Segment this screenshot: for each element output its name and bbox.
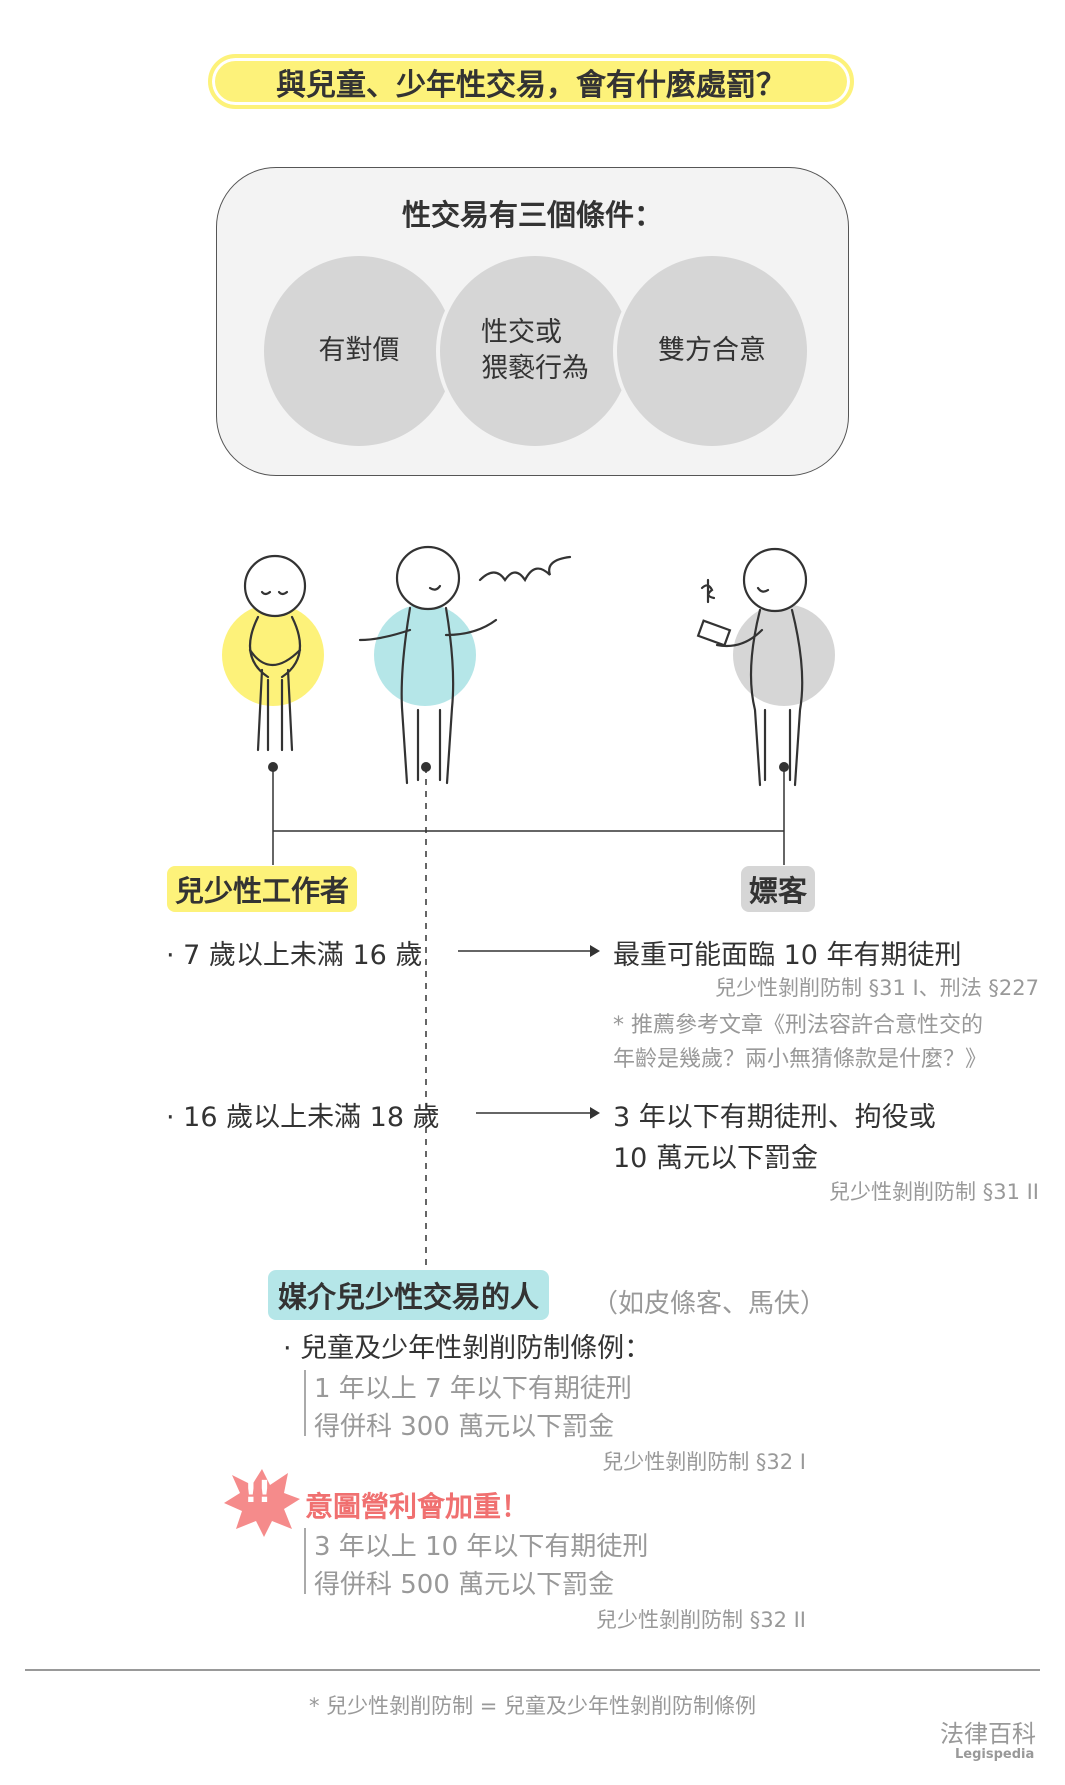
basic-line-1: 1 年以上 7 年以下有期徒刑 <box>314 1374 632 1404</box>
client-figure <box>696 547 808 787</box>
basic-line-2: 得併科 300 萬元以下罰金 <box>314 1412 615 1442</box>
basic-bar <box>304 1370 306 1436</box>
ref-2: 兒少性剝削防制 §31 II <box>829 1180 1039 1204</box>
alert-burst-icon <box>224 1469 300 1537</box>
note-line-2: 年齡是幾歲？兩小無猜條款是什麼？》 <box>613 1047 988 1072</box>
profit-line-2: 得併科 500 萬元以下罰金 <box>314 1570 615 1600</box>
age-range-1: · 7 歲以上未滿 16 歲 <box>166 940 423 971</box>
role-worker: 兒少性工作者 <box>167 866 358 912</box>
alert-burst-text: !! <box>244 1475 272 1510</box>
condition-consent: 雙方合意 <box>617 256 807 446</box>
logo-zh: 法律百科 <box>940 1720 1036 1748</box>
profit-ref: 兒少性剝削防制 §32 II <box>596 1608 806 1632</box>
condition-sexual-act: 性交或猥褻行為 <box>440 256 630 446</box>
child-highlight <box>374 604 476 706</box>
role-client: 嫖客 <box>741 866 816 912</box>
child-figure <box>358 545 572 785</box>
page-title: 與兒童、少年性交易，會有什麼處罰？ <box>208 54 854 109</box>
conditions-heading: 性交易有三個條件： <box>401 198 663 232</box>
basic-ref: 兒少性剝削防制 §32 I <box>602 1450 806 1474</box>
arrow-lines <box>458 950 595 1114</box>
figures-illustration <box>222 545 835 1270</box>
penalty-2-line-1: 3 年以下有期徒刑、拘役或 <box>613 1102 936 1133</box>
role-intermediary: 媒介兒少性交易的人 <box>268 1270 550 1320</box>
logo-en: Legispedia <box>955 1747 1035 1762</box>
worker-figure <box>243 554 307 752</box>
law-name: · 兒童及少年性剝削防制條例： <box>283 1333 652 1364</box>
profit-bar <box>304 1528 306 1594</box>
profit-line-1: 3 年以上 10 年以下有期徒刑 <box>314 1532 649 1562</box>
intermediary-note: （如皮條客、馬伕） <box>592 1289 827 1319</box>
footnote: * 兒少性剝削防制 = 兒童及少年性剝削防制條例 <box>308 1694 757 1718</box>
arrow-heads <box>590 945 600 1119</box>
divider <box>25 1669 1040 1671</box>
ref-1: 兒少性剝削防制 §31 I、刑法 §227 <box>714 976 1039 1000</box>
age-range-2: · 16 歲以上未滿 18 歲 <box>166 1102 440 1133</box>
penalty-2-line-2: 10 萬元以下罰金 <box>613 1143 818 1174</box>
client-highlight <box>733 604 835 706</box>
connector-lines <box>272 767 785 865</box>
profit-heading: 意圖營利會加重！ <box>305 1490 530 1523</box>
worker-highlight <box>222 604 324 706</box>
condition-consideration: 有對價 <box>264 256 454 446</box>
note-line-1: * 推薦參考文章《刑法容許合意性交的 <box>613 1013 983 1038</box>
penalty-1: 最重可能面臨 10 年有期徒刑 <box>613 940 962 971</box>
